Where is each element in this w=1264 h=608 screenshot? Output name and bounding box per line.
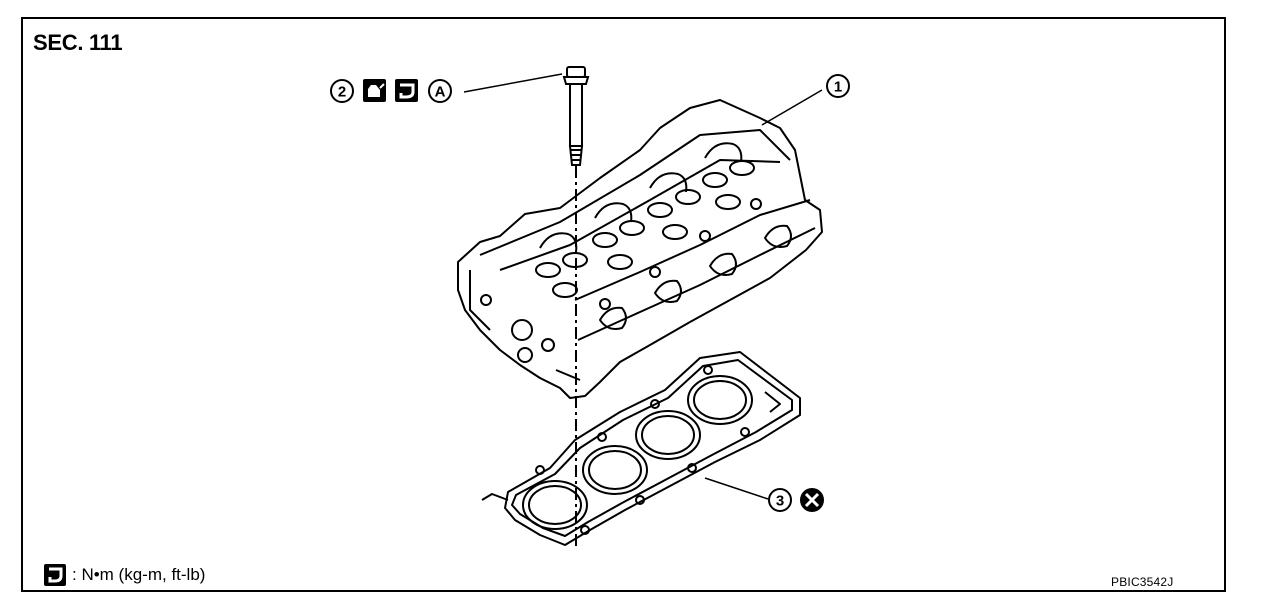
cylinder-head-gasket-drawing <box>481 351 801 546</box>
svg-text:3: 3 <box>776 493 784 510</box>
callout-gasket: 3 <box>768 488 792 512</box>
leader-line-bolt <box>463 73 563 93</box>
cylinder-head-drawing <box>457 99 823 399</box>
svg-text:A: A <box>435 84 446 101</box>
figure-code: PBIC3542J <box>1111 575 1174 589</box>
do-not-reuse-icon <box>800 488 824 512</box>
callout-cylinder-head: 1 <box>826 74 850 98</box>
diagram-frame <box>21 17 1226 592</box>
svg-text:2: 2 <box>338 84 346 101</box>
note-a-icon: A <box>428 79 452 103</box>
apply-oil-icon <box>363 79 386 102</box>
legend-torque-unit: : N•m (kg-m, ft-lb) <box>72 565 206 584</box>
torque-wrench-icon <box>44 564 66 586</box>
torque-wrench-icon <box>395 79 418 102</box>
legend: : N•m (kg-m, ft-lb) <box>44 563 205 587</box>
cylinder-head-bolt-drawing <box>562 66 590 166</box>
section-title: SEC. 111 <box>33 30 123 55</box>
svg-text:1: 1 <box>834 79 842 96</box>
leader-line-gasket <box>704 477 769 500</box>
callout-bolt: 2 <box>330 79 354 103</box>
leader-line-cylinder-head <box>761 89 823 126</box>
